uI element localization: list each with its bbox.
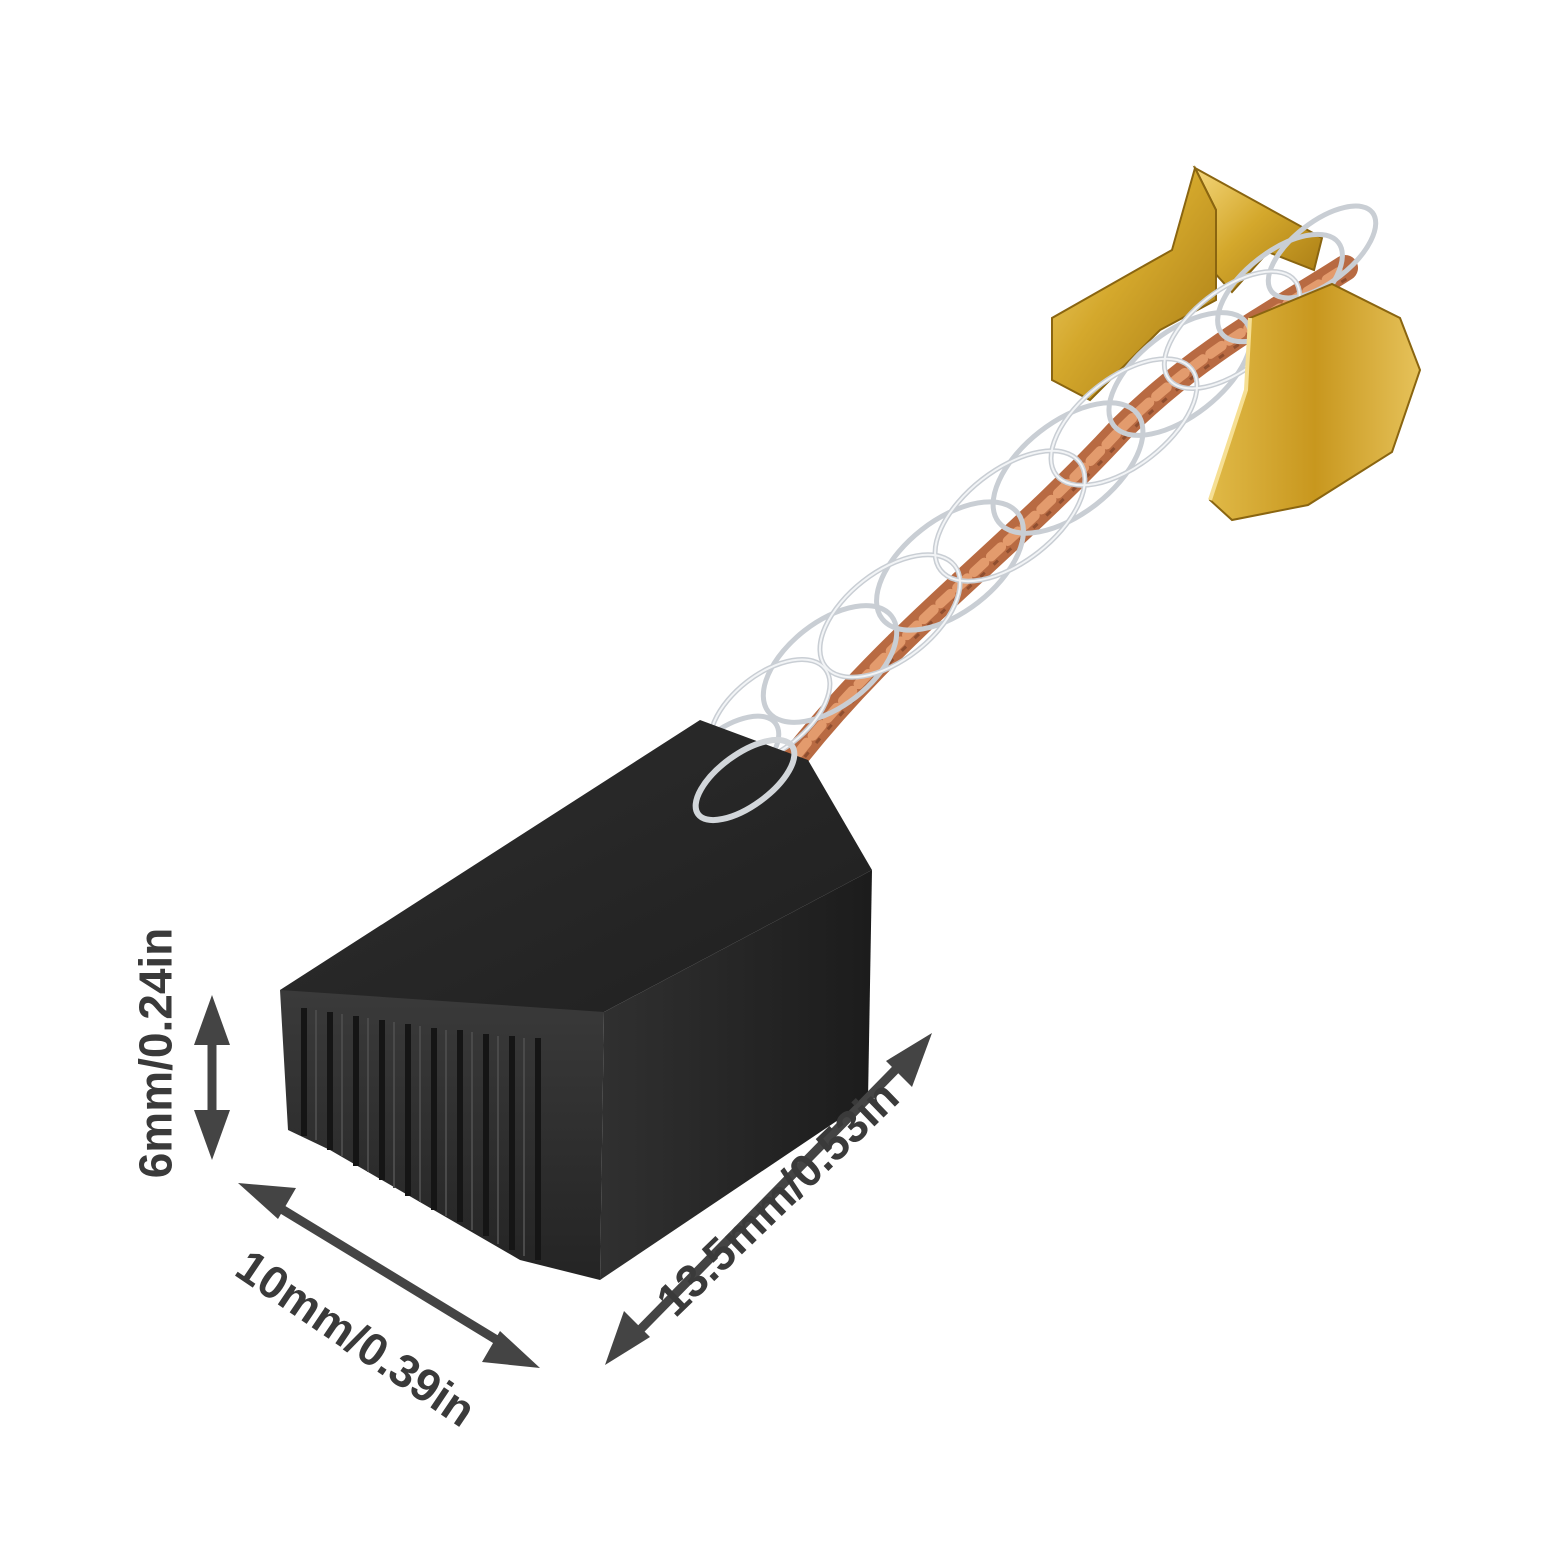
height-dimension-label: 6mm/0.24in	[129, 927, 182, 1179]
length-arrow	[605, 1033, 932, 1365]
brass-terminal-front	[1208, 282, 1422, 522]
carbon-block	[280, 720, 872, 1280]
height-arrow	[194, 995, 230, 1160]
brass-terminal	[1051, 165, 1324, 402]
width-arrow	[238, 1183, 540, 1368]
dimension-arrows	[194, 995, 932, 1368]
